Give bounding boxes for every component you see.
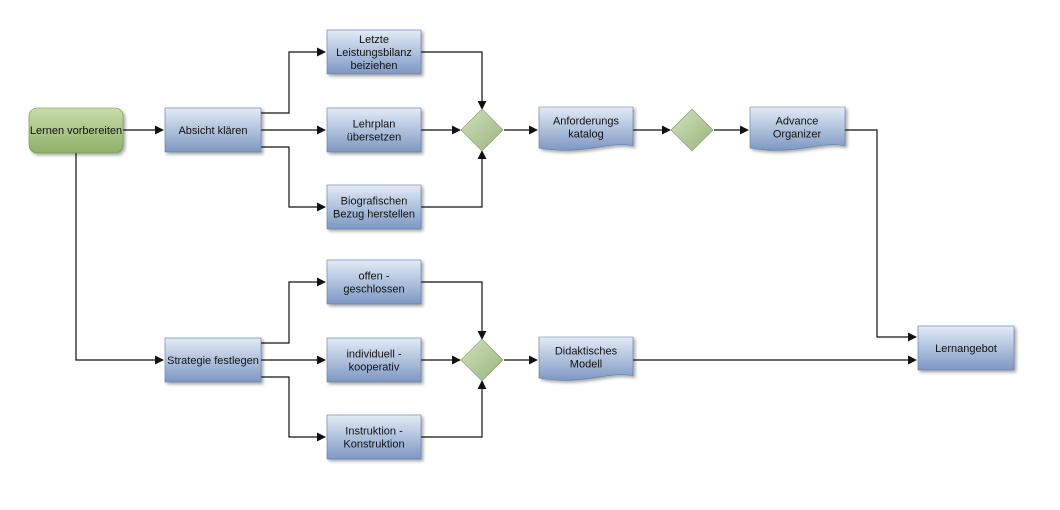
- node-label: Lernen vorbereiten: [30, 125, 122, 137]
- node-label-line: katalog: [568, 129, 603, 141]
- node-absicht-klaeren[interactable]: Absicht klären: [164, 107, 262, 153]
- node-label: individuell -kooperativ: [346, 349, 401, 374]
- node-label: Absicht klären: [178, 125, 247, 137]
- node-strategie-festlegen[interactable]: Strategie festlegen: [164, 337, 262, 383]
- node-label: Lernangebot: [935, 343, 997, 355]
- edge-absicht-to-leistungsbilanz: [261, 47, 326, 114]
- edge-absicht-to-biografisch: [261, 146, 326, 212]
- node-label-line: Instruktion -: [345, 426, 403, 438]
- edge-instruktion-to-gateway3: [421, 380, 487, 438]
- node-label: offen -geschlossen: [343, 271, 404, 296]
- node-offen-geschlossen[interactable]: offen -geschlossen: [326, 259, 422, 305]
- node-label-line: Bezug herstellen: [333, 209, 415, 221]
- node-label-line: Absicht klären: [178, 125, 247, 137]
- node-label-line: Biografischen: [341, 196, 408, 208]
- node-label-line: Strategie festlegen: [167, 355, 259, 367]
- node-label-line: Organizer: [773, 129, 822, 141]
- node-label: Strategie festlegen: [167, 355, 259, 367]
- node-label-line: übersetzen: [347, 132, 401, 144]
- node-label-line: Lernangebot: [935, 343, 997, 355]
- node-label-line: Konstruktion: [343, 439, 404, 451]
- node-label-line: Modell: [570, 359, 602, 371]
- edge-strategie-to-offen: [261, 277, 326, 344]
- node-lernangebot[interactable]: Lernangebot: [917, 325, 1015, 371]
- edge-start-to-strategie: [75, 153, 164, 365]
- edge-advance-to-lernangebot: [845, 129, 917, 342]
- gateways: [460, 108, 714, 382]
- node-label: Instruktion -Konstruktion: [343, 426, 404, 451]
- gateway-anforderung-advance: [670, 108, 714, 152]
- merge-gateway-bottom: [460, 338, 504, 382]
- connectors: [75, 47, 917, 442]
- node-individuell-kooperativ[interactable]: individuell -kooperativ: [326, 337, 422, 383]
- node-label-line: kooperativ: [349, 362, 400, 374]
- node-label-line: Lernen vorbereiten: [30, 125, 122, 137]
- node-lernen-vorbereiten[interactable]: Lernen vorbereiten: [28, 107, 124, 154]
- node-instruktion-konstruktion[interactable]: Instruktion -Konstruktion: [326, 414, 422, 460]
- edge-strategie-to-instruktion: [261, 376, 326, 442]
- node-label-line: Leistungsbilanz: [336, 47, 412, 59]
- node-label-line: individuell -: [346, 349, 401, 361]
- node-label-line: beiziehen: [350, 60, 397, 72]
- node-label-line: Letzte: [359, 34, 389, 46]
- node-label-line: Didaktisches: [555, 346, 618, 358]
- edge-leistungsbilanz-to-gateway: [421, 51, 487, 110]
- node-label-line: Anforderungs: [553, 116, 620, 128]
- node-label-line: geschlossen: [343, 284, 404, 296]
- merge-gateway-top: [460, 108, 504, 152]
- node-label-line: Advance: [776, 116, 819, 128]
- node-label-line: offen -: [359, 271, 390, 283]
- edge-biografisch-to-gateway: [421, 150, 487, 208]
- node-label-line: Lehrplan: [353, 119, 396, 131]
- edge-offen-to-gateway3: [421, 281, 487, 340]
